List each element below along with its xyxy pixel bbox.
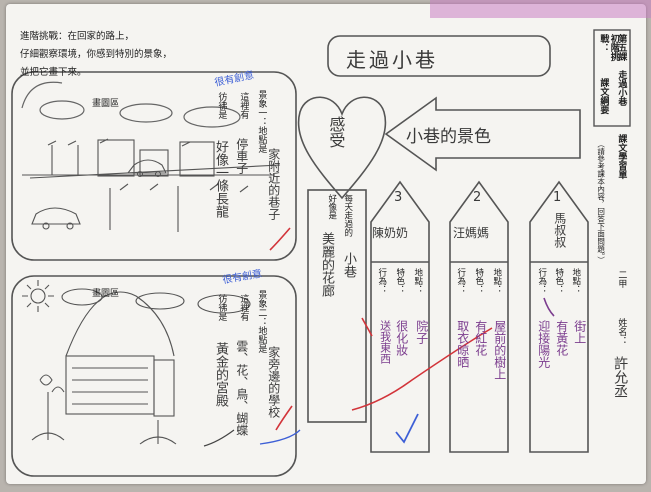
title-box-text: 走過小巷 xyxy=(346,48,438,72)
school-sketch xyxy=(22,280,251,445)
pencil-3-num: 3 xyxy=(394,190,403,205)
arrow-shape xyxy=(384,96,581,172)
pencil-1-num: 1 xyxy=(553,190,562,205)
heart-text: 感受 xyxy=(326,116,346,148)
draw-area-2-label: 畫圖區 xyxy=(92,289,120,299)
pencil-3 xyxy=(370,180,430,453)
instruction-line-2: 仔細觀察環境，你感到特別的景象， xyxy=(20,49,173,60)
instruction-note: （請參考課本內容，回答下面問題。） xyxy=(596,140,606,264)
scene-2-label: 景象二：地點是 xyxy=(256,290,267,353)
feeling-answer-b: 美麗的花廊 xyxy=(318,232,334,297)
right-header-box xyxy=(593,29,631,127)
red-stroke-3 xyxy=(351,327,493,411)
pencil-3-action-label: 行為： xyxy=(376,268,387,294)
lesson-number: 第五課 xyxy=(616,34,627,61)
red-tick-2 xyxy=(275,405,293,431)
outline-label: 課文綱要 xyxy=(598,78,609,114)
pencil-2 xyxy=(449,180,509,453)
pencil-3-trait-label: 特色： xyxy=(394,268,405,294)
pencil-2-num: 2 xyxy=(473,190,482,205)
lesson-title: 走過小巷 xyxy=(616,70,627,106)
pencil-1-trait: 有黃花 xyxy=(554,320,569,356)
scene-2-like-label: 彷彿是 xyxy=(216,294,227,321)
heart-shape xyxy=(297,96,387,200)
pencil-1-action: 迎接陽光 xyxy=(536,320,551,368)
feeling-box xyxy=(307,189,367,423)
feeling-line-a: 每天走過的 xyxy=(342,194,353,237)
pencil-1-action-label: 行為： xyxy=(536,268,547,294)
title-box xyxy=(327,35,551,77)
sheet-title: 課文學習單 xyxy=(616,134,627,179)
scene-1-like: 好像一條長龍 xyxy=(212,140,228,218)
pencil-2-place: 屋前的樹上 xyxy=(492,320,507,380)
cloud-row-1 xyxy=(21,81,241,128)
scene-2-like: 黃金的宮殿 xyxy=(212,342,228,407)
pencil-3-action: 送我東西 xyxy=(378,320,392,364)
instruction-line-3: 並把它畫下來。 xyxy=(20,67,87,78)
draw-area-1-label: 畫圖區 xyxy=(92,99,120,109)
blue-check xyxy=(395,413,419,444)
street-sketch xyxy=(22,138,281,232)
pencil-2-action-label: 行為： xyxy=(455,268,466,294)
instruction-line-1: 進階挑戰：在回家的路上， xyxy=(20,31,135,42)
pencil-1-place: 街上 xyxy=(572,320,587,344)
class-label: 二甲 xyxy=(616,270,627,288)
scene-2-feature-label: 這裡有 xyxy=(238,294,249,321)
scene-2-feature: 雲、花、鳥、蝴蝶 xyxy=(234,340,249,436)
draw-area-1-frame xyxy=(11,71,297,261)
pencil-1-place-label: 地點： xyxy=(570,268,581,294)
pencil-3-trait: 很化妝 xyxy=(394,320,409,356)
name-label: 姓名： xyxy=(616,318,627,345)
pencil-2-trait-label: 特色： xyxy=(473,268,484,294)
scene-1-feature-label: 這裡有 xyxy=(238,92,249,119)
scene-1-feature: 停車子 xyxy=(234,138,249,174)
pencil-2-name: 汪媽媽 xyxy=(453,226,490,240)
feeling-answer-a: 小巷 xyxy=(340,252,356,278)
pencil-2-trait: 有紅花 xyxy=(473,320,488,356)
scene-1-place: 家附近的巷子 xyxy=(266,148,281,220)
pencil-3-place: 院子 xyxy=(414,320,429,344)
draw-area-2-frame xyxy=(11,275,297,477)
feeling-line-b: 好像是 xyxy=(326,194,337,220)
challenge-label: 初階挑戰： xyxy=(598,34,619,61)
pencil-1-trait-label: 特色： xyxy=(553,268,564,294)
pencil-2-action: 取衣晾晒 xyxy=(455,320,470,368)
pencil-1-name: 馬叔叔 xyxy=(552,212,567,248)
scene-2-place: 家旁邊的學校 xyxy=(266,346,281,418)
pink-tape xyxy=(430,0,651,18)
arrow-text: 小巷的景色 xyxy=(406,127,491,147)
pencil-1 xyxy=(529,180,589,453)
name-value: 許允丞 xyxy=(612,356,629,398)
red-tick-1 xyxy=(269,227,291,251)
scene-1-like-label: 彷彿是 xyxy=(216,92,227,119)
pencil-3-place-label: 地點： xyxy=(412,268,423,294)
pencil-2-place-label: 地點： xyxy=(491,268,502,294)
pencil-3-name: 陳奶奶 xyxy=(372,226,409,240)
scene-1-label: 景象一：地點是 xyxy=(256,90,267,153)
